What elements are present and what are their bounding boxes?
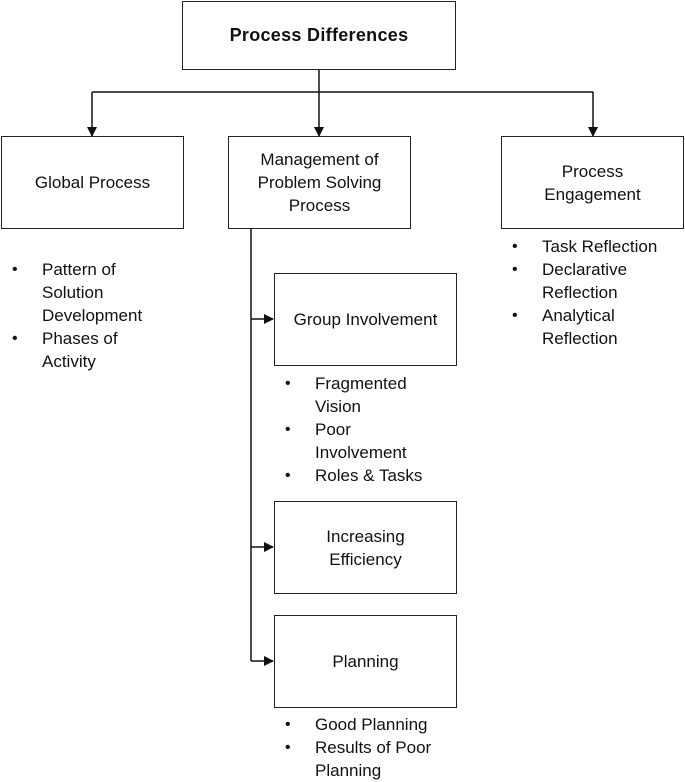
list-item: Results of Poor Planning xyxy=(281,736,471,782)
global-process-box: Global Process xyxy=(1,136,184,229)
list-item: Task Reflection xyxy=(508,235,685,258)
list-item: Fragmented Vision xyxy=(281,372,471,418)
list-item: Good Planning xyxy=(281,713,471,736)
list-item: Roles & Tasks xyxy=(281,464,471,487)
group-involvement-bullet-list: Fragmented Vision Poor Involvement Roles… xyxy=(281,372,471,487)
group-involvement-label: Group Involvement xyxy=(293,310,438,329)
root-box-process-differences: Process Differences xyxy=(182,1,456,70)
process-engagement-label: Process Engagement xyxy=(544,161,641,204)
planning-label: Planning xyxy=(332,652,399,671)
process-engagement-bullet-list: Task Reflection Declarative Reflection A… xyxy=(508,235,685,350)
list-item: Pattern of Solution Development xyxy=(8,258,188,327)
root-label: Process Differences xyxy=(229,25,409,45)
increasing-efficiency-box: Increasing Efficiency xyxy=(274,501,457,594)
management-label: Management of Problem Solving Process xyxy=(257,150,382,215)
global-process-label: Global Process xyxy=(34,173,151,192)
list-item: Declarative Reflection xyxy=(508,258,685,304)
list-item: Poor Involvement xyxy=(281,418,471,464)
management-box: Management of Problem Solving Process xyxy=(228,136,411,229)
planning-bullet-list: Good Planning Results of Poor Planning xyxy=(281,713,471,782)
process-engagement-box: Process Engagement xyxy=(501,136,684,229)
global-process-bullet-list: Pattern of Solution Development Phases o… xyxy=(8,258,188,373)
list-item: Phases of Activity xyxy=(8,327,188,373)
increasing-efficiency-label: Increasing Efficiency xyxy=(326,526,405,569)
group-involvement-box: Group Involvement xyxy=(274,273,457,366)
list-item: Analytical Reflection xyxy=(508,304,685,350)
planning-box: Planning xyxy=(274,615,457,708)
